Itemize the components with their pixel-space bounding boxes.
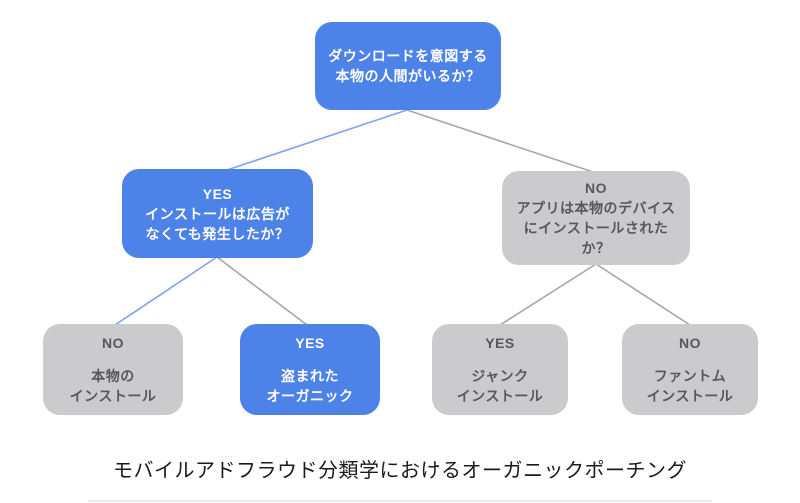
node-text-line: なくても発生したか？ bbox=[145, 225, 290, 242]
connector-lines bbox=[114, 109, 691, 326]
node-answer-label: NO bbox=[102, 335, 124, 351]
bottom-divider bbox=[88, 500, 712, 502]
node-text-line: 本物の人間がいるか？ bbox=[335, 68, 481, 84]
node-yes-branch-question: YES インストールは広告が なくても発生したか？ bbox=[122, 169, 313, 258]
node-text-line: 本物の bbox=[91, 368, 135, 384]
edge-yes-branch-to-real-install bbox=[114, 256, 218, 326]
node-text-line: 盗まれた bbox=[281, 368, 339, 384]
edge-root-to-yes-branch bbox=[217, 109, 408, 174]
edge-no-branch-to-junk-install bbox=[499, 263, 597, 326]
node-answer-label: YES bbox=[202, 185, 233, 202]
node-answer-label: NO bbox=[679, 335, 701, 351]
node-text-line: にインストールされた bbox=[523, 220, 669, 236]
node-text-line: インストールは広告が bbox=[145, 205, 290, 222]
node-answer-label: NO bbox=[585, 180, 607, 196]
node-leaf-real-install: NO 本物の インストール bbox=[43, 324, 183, 415]
node-text-line: インストール bbox=[646, 388, 734, 404]
node-no-branch-question: NO アプリは本物のデバイス にインストールされた か？ bbox=[502, 171, 690, 265]
node-text-line: インストール bbox=[456, 388, 544, 404]
node-text-line: ファントム bbox=[653, 368, 727, 384]
edge-yes-branch-to-stolen-organic bbox=[216, 256, 308, 326]
node-text-line: インストール bbox=[69, 388, 157, 404]
edge-root-to-no-branch bbox=[406, 109, 597, 174]
node-answer-label: YES bbox=[295, 335, 325, 351]
node-text-line: オーガニック bbox=[266, 388, 354, 404]
node-leaf-phantom-install: NO ファントム インストール bbox=[622, 324, 758, 415]
node-text-line: か？ bbox=[581, 240, 611, 256]
node-text-line: ジャンク bbox=[471, 368, 529, 384]
node-answer-label: YES bbox=[485, 335, 515, 351]
node-text-line: ダウンロードを意図する bbox=[328, 48, 488, 64]
node-text-line: アプリは本物のデバイス bbox=[516, 200, 676, 216]
node-leaf-stolen-organic: YES 盗まれた オーガニック bbox=[240, 324, 380, 415]
diagram-caption: モバイルアドフラウド分類学におけるオーガニックポーチング bbox=[113, 460, 687, 482]
node-leaf-junk-install: YES ジャンク インストール bbox=[432, 324, 568, 415]
edge-no-branch-to-phantom-install bbox=[595, 263, 691, 326]
node-root-question: ダウンロードを意図する 本物の人間がいるか？ bbox=[315, 22, 501, 110]
